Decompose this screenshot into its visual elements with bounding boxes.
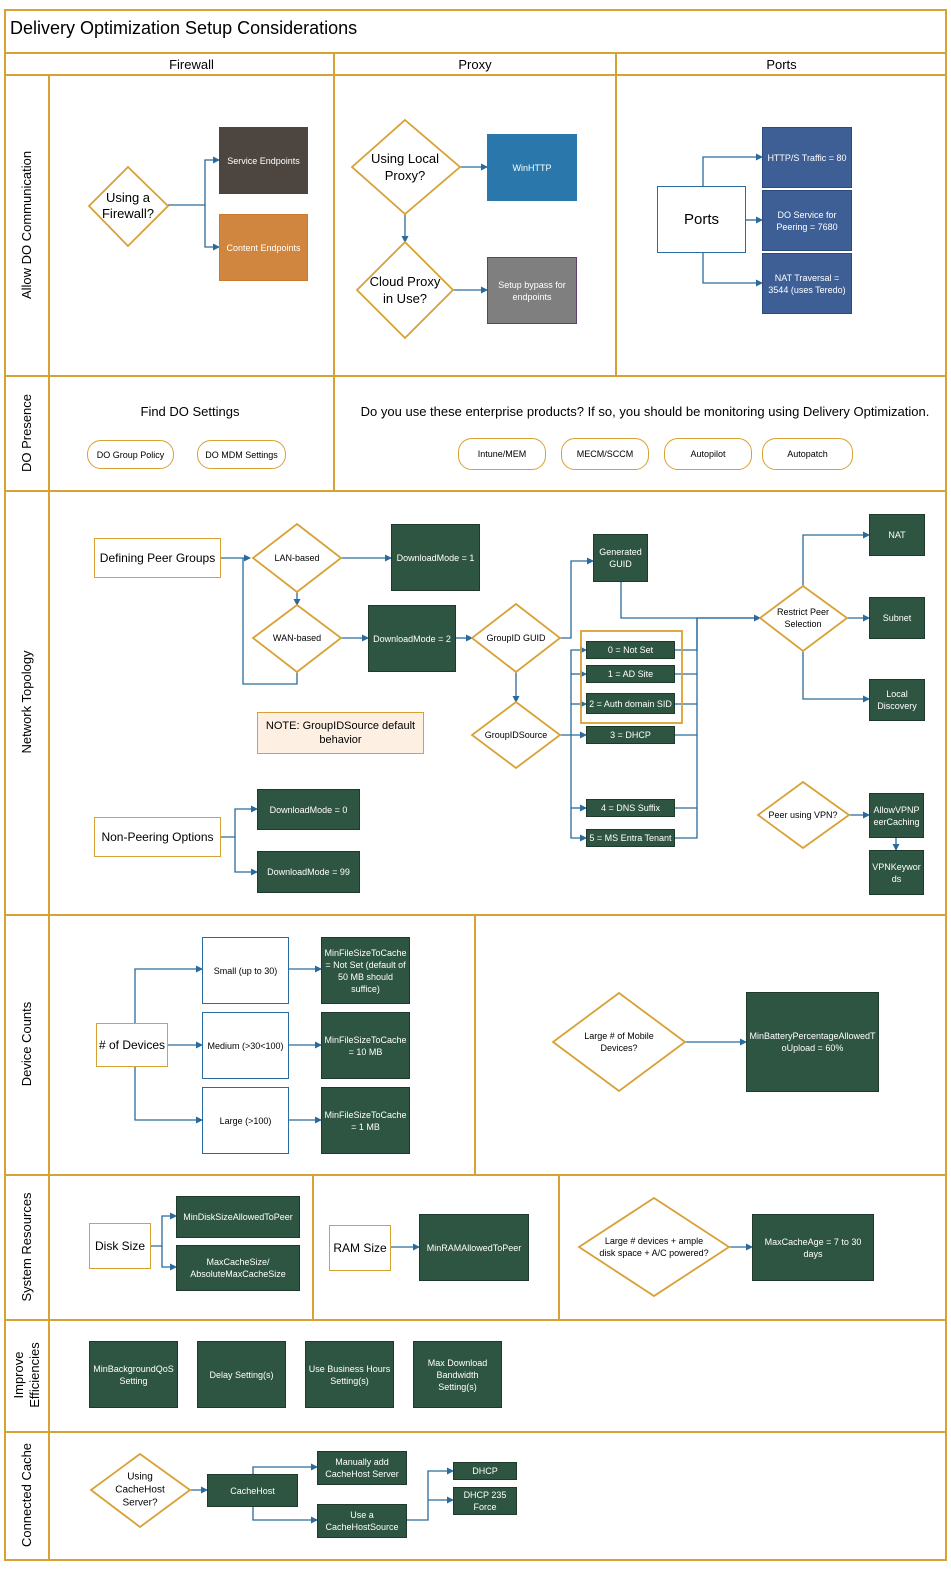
- divider: [474, 914, 476, 1174]
- group-policy-pill: DO Group Policy: [87, 440, 174, 469]
- mobile-devices-decision: Large # of Mobile Devices?: [584, 1031, 654, 1053]
- source-option: 5 = MS Entra Tenant: [586, 829, 675, 847]
- divider: [4, 74, 947, 76]
- max-cache-age-box: MaxCacheAge = 7 to 30 days: [752, 1214, 874, 1281]
- subnet-box: Subnet: [869, 597, 925, 639]
- connectors: [134, 153, 900, 1524]
- column-header-ports: Ports: [766, 57, 797, 72]
- groupidsource-decision: GroupIDSource: [484, 730, 548, 740]
- downloadmode-0-box: DownloadMode = 0: [257, 789, 360, 830]
- source-option: 0 = Not Set: [586, 641, 675, 659]
- firewall-question: Using a Firewall?: [101, 190, 154, 221]
- vpn-decision: Peer using VPN?: [768, 810, 838, 820]
- source-option: 4 = DNS Suffix: [586, 799, 675, 817]
- dhcp-box: DHCP: [453, 1462, 517, 1480]
- divider: [4, 1319, 947, 1321]
- business-hours-box: Use Business Hours Setting(s): [305, 1341, 394, 1408]
- source-option: 3 = DHCP: [586, 726, 675, 744]
- minfilesize-large-box: MinFileSizeToCache = 1 MB: [321, 1087, 410, 1154]
- service-endpoints-box: Service Endpoints: [219, 127, 308, 194]
- min-ram-box: MinRAMAllowedToPeer: [419, 1214, 529, 1281]
- divider: [4, 52, 947, 54]
- dhcp-235-box: DHCP 235 Force: [453, 1487, 517, 1515]
- mdm-settings-pill: DO MDM Settings: [197, 440, 286, 469]
- divider: [4, 375, 947, 377]
- generated-guid-box: Generated GUID: [593, 534, 648, 582]
- product-pill: Intune/MEM: [458, 438, 546, 470]
- min-disk-size-box: MinDiskSizeAllowedToPeer: [176, 1196, 300, 1238]
- http-port-box: HTTP/S Traffic = 80: [762, 127, 852, 188]
- medium-count-box: Medium (>30<100): [202, 1012, 289, 1079]
- divider: [48, 74, 50, 1561]
- page-title: Delivery Optimization Setup Consideratio…: [10, 18, 358, 38]
- local-discovery-box: Local Discovery: [869, 679, 925, 721]
- cachehost-question: Using CacheHost Server?: [115, 1471, 165, 1509]
- divider: [615, 52, 617, 375]
- delay-setting-box: Delay Setting(s): [197, 1341, 286, 1408]
- groupid-guid-decision: GroupID GUID: [486, 633, 546, 643]
- groupidsource-note: NOTE: GroupIDSource default behavior: [257, 712, 424, 754]
- divider: [4, 490, 947, 492]
- enterprise-question: Do you use these enterprise products? If…: [360, 404, 930, 419]
- source-option: 1 = AD Site: [586, 665, 675, 683]
- divider: [558, 1174, 560, 1319]
- max-cache-size-box: MaxCacheSize/ AbsoluteMaxCacheSize: [176, 1245, 300, 1291]
- wan-decision: WAN-based: [272, 633, 322, 643]
- nat-box: NAT: [869, 514, 925, 556]
- minfilesize-small-box: MinFileSizeToCache = Not Set (default of…: [321, 937, 410, 1004]
- ample-disk-decision: Large # devices + ample disk space + A/C…: [599, 1236, 709, 1258]
- downloadmode-1-box: DownloadMode = 1: [391, 524, 480, 591]
- peer-groups-box: Defining Peer Groups: [94, 538, 221, 578]
- nat-port-box: NAT Traversal = 3544 (uses Teredo): [762, 253, 852, 314]
- ram-size-box: RAM Size: [329, 1225, 391, 1271]
- cloud-proxy-question: Cloud Proxy in Use?: [369, 274, 441, 306]
- downloadmode-99-box: DownloadMode = 99: [257, 851, 360, 893]
- default-sources-highlight: [580, 630, 683, 724]
- divider: [4, 1431, 947, 1433]
- divider: [333, 52, 335, 490]
- restrict-peer-decision: Restrict Peer Selection: [776, 607, 829, 629]
- manual-cachehost-box: Manually add CacheHost Server: [317, 1451, 407, 1485]
- source-option: 2 = Auth domain SID: [586, 693, 675, 714]
- disk-size-box: Disk Size: [89, 1223, 151, 1269]
- find-settings-label: Find DO Settings: [140, 404, 240, 419]
- column-header-firewall: Firewall: [169, 57, 214, 72]
- local-proxy-question: Using Local Proxy?: [371, 151, 439, 183]
- decision-diamonds: [87, 118, 851, 1529]
- non-peering-box: Non-Peering Options: [94, 817, 221, 857]
- diagram-frame: [4, 9, 947, 1561]
- divider: [4, 1174, 947, 1176]
- minfilesize-medium-box: MinFileSizeToCache = 10 MB: [321, 1012, 410, 1079]
- lan-decision: LAN-based: [274, 553, 320, 563]
- product-pill: Autopilot: [664, 438, 752, 470]
- divider: [312, 1174, 314, 1319]
- bypass-box: Setup bypass for endpoints: [487, 257, 577, 324]
- downloadmode-2-box: DownloadMode = 2: [368, 605, 456, 672]
- battery-percentage-box: MinBatteryPercentageAllowedToUpload = 60…: [746, 992, 879, 1092]
- device-count-box: # of Devices: [96, 1023, 168, 1067]
- cachehost-source-box: Use a CacheHostSource: [317, 1504, 407, 1538]
- max-download-bandwidth-box: Max Download Bandwidth Setting(s): [413, 1341, 502, 1408]
- allow-vpn-box: AllowVPNPeerCaching: [869, 793, 924, 838]
- vpn-keywords-box: VPNKeywords: [869, 850, 924, 895]
- do-service-port-box: DO Service for Peering = 7680: [762, 190, 852, 251]
- column-header-proxy: Proxy: [458, 57, 492, 72]
- product-pill: MECM/SCCM: [561, 438, 649, 470]
- winhttp-box: WinHTTP: [487, 134, 577, 201]
- small-count-box: Small (up to 30): [202, 937, 289, 1004]
- content-endpoints-box: Content Endpoints: [219, 214, 308, 281]
- cachehost-box: CacheHost: [207, 1474, 298, 1507]
- ports-box: Ports: [657, 186, 746, 253]
- product-pill: Autopatch: [762, 438, 853, 470]
- large-count-box: Large (>100): [202, 1087, 289, 1154]
- min-background-qos-box: MinBackgroundQoS Setting: [89, 1341, 178, 1408]
